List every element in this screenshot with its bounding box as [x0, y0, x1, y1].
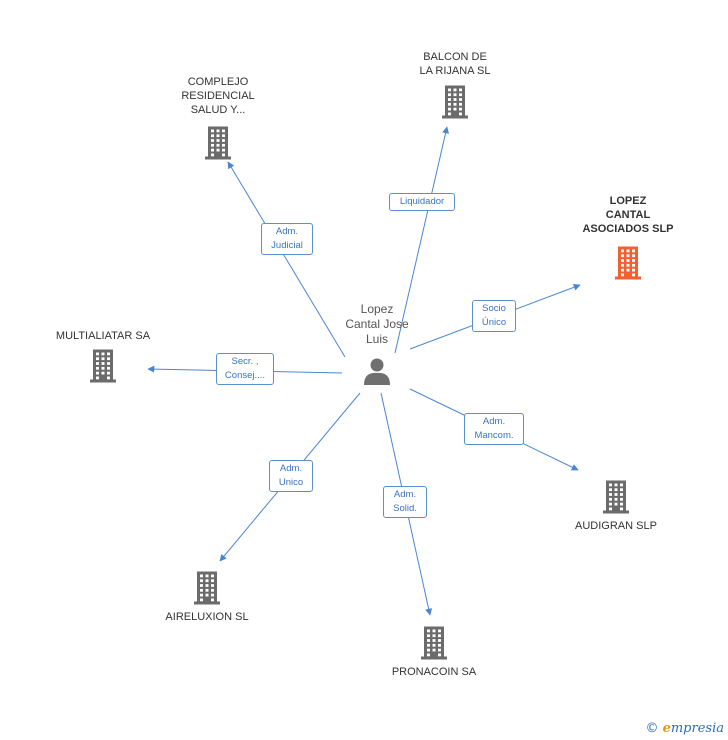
company-name-multialiatar[interactable]: MULTIALIATAR SA — [55, 330, 151, 342]
relation-label-lopez: Socio Único — [472, 300, 516, 332]
person-name[interactable]: Lopez Cantal Jose Luis — [345, 302, 409, 346]
company-name-pronacoin[interactable]: PRONACOIN SA — [391, 666, 477, 678]
person-icon[interactable] — [364, 358, 390, 386]
company-name-complejo[interactable]: COMPLEJO RESIDENCIAL SALUD Y... — [181, 76, 255, 116]
relation-label-audigran: Adm. Mancom. — [464, 413, 524, 445]
building-icon[interactable] — [205, 126, 231, 160]
relation-label-aireluxion: Adm. Unico — [269, 460, 313, 492]
building-icon[interactable] — [421, 626, 447, 660]
company-name-lopez[interactable]: LOPEZ CANTAL ASOCIADOS SLP — [582, 195, 674, 235]
edge-balcon — [394, 126, 449, 354]
building-icon[interactable] — [442, 85, 468, 119]
brand-name: mpresia — [670, 721, 724, 736]
company-name-balcon[interactable]: BALCON DE LA RIJANA SL — [419, 51, 491, 77]
copyright-symbol: © — [645, 721, 659, 736]
relation-label-complejo: Adm. Judicial — [261, 223, 313, 255]
brand-e: e — [662, 721, 671, 736]
company-name-aireluxion[interactable]: AIRELUXION SL — [165, 611, 249, 623]
building-icon[interactable] — [615, 246, 641, 280]
relation-label-balcon: Liquidador — [389, 193, 455, 211]
building-icon[interactable] — [603, 480, 629, 514]
building-icon[interactable] — [194, 571, 220, 605]
edge-complejo — [227, 161, 346, 358]
building-icon[interactable] — [90, 349, 116, 383]
relation-label-pronacoin: Adm. Solid. — [383, 486, 427, 518]
relation-label-multialiatar: Secr. , Consej.... — [216, 353, 274, 385]
empresia-watermark: © empresia — [645, 721, 724, 736]
company-name-audigran[interactable]: AUDIGRAN SLP — [575, 520, 657, 532]
